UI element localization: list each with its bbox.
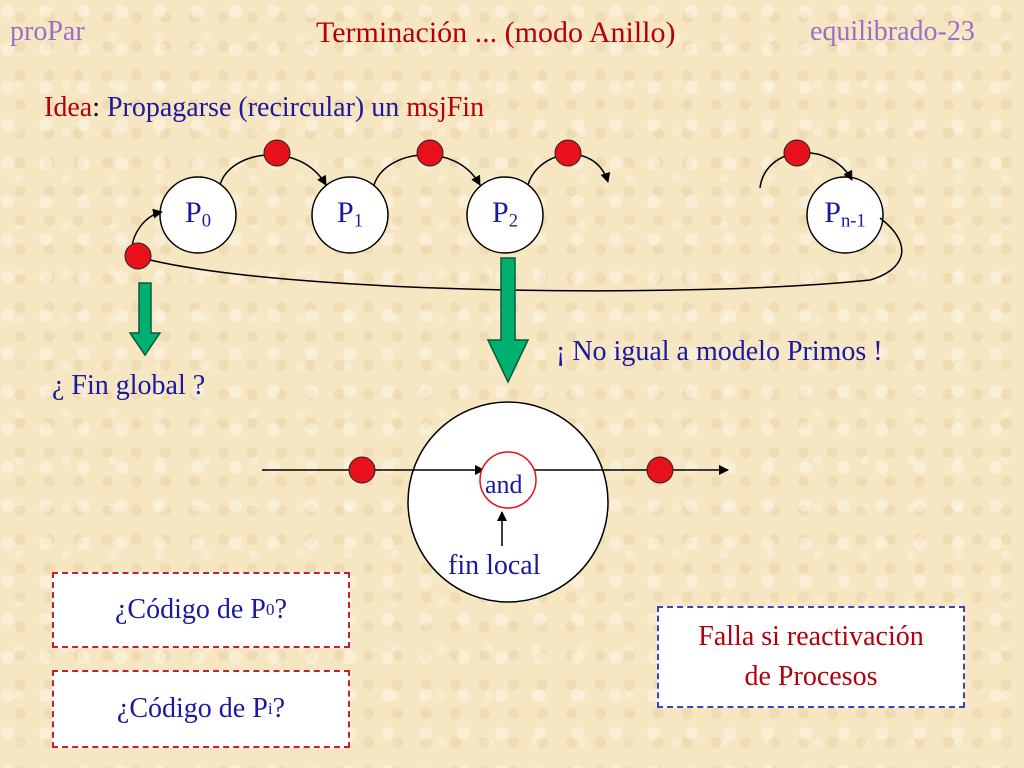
token-1: [263, 139, 291, 167]
process-node-p2: [466, 176, 544, 254]
idea-line: Idea: Propagarse (recircular) un msjFin: [44, 92, 484, 124]
token-3: [554, 139, 582, 167]
note-no-igual: ¡ No igual a modelo Primos !: [556, 336, 883, 367]
box-falla: Falla si reactivación de Procesos: [657, 606, 965, 708]
fin-local-label: fin local: [448, 550, 541, 581]
process-node-p1: [311, 176, 389, 254]
header-left: proPar: [10, 16, 85, 47]
token-2: [416, 139, 444, 167]
process-label-p0: P0: [185, 196, 211, 232]
falla-line2: de Procesos: [744, 661, 878, 692]
and-circle: [479, 451, 537, 509]
note-fin-global: ¿ Fin global ?: [52, 370, 206, 401]
idea-sep: :: [92, 92, 107, 123]
arrow-down-mid: [486, 257, 530, 384]
falla-line1: Falla si reactivación: [698, 621, 924, 652]
token-4: [783, 139, 811, 167]
process-label-p2: P2: [492, 196, 518, 232]
idea-text: Propagarse (recircular) un: [106, 92, 407, 123]
token-in: [348, 456, 376, 484]
process-label-pn1: Pn-1: [824, 196, 866, 232]
arc-return-loop: [149, 217, 903, 292]
token-5: [124, 242, 152, 270]
idea-keyword: msjFin: [406, 92, 485, 123]
slide-title: Terminación ... (modo Anillo): [316, 16, 676, 49]
and-label: and: [485, 470, 523, 499]
header-right: equilibrado-23: [810, 16, 975, 47]
process-label-p1: P1: [337, 196, 363, 232]
idea-label: Idea: [44, 92, 93, 123]
token-out: [646, 456, 674, 484]
arrow-down-left: [128, 282, 162, 357]
